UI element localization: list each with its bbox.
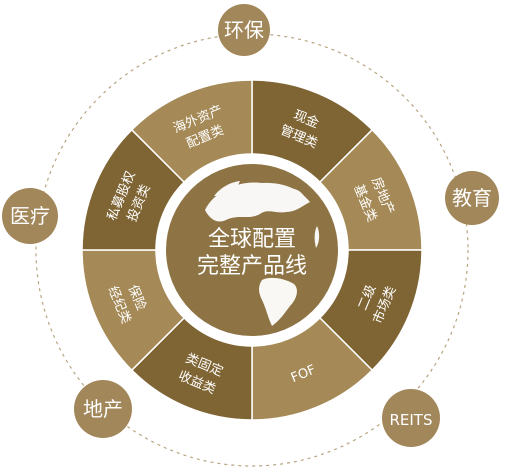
outer-node-label: 环保	[224, 18, 264, 42]
outer-node-label: 医疗	[10, 204, 50, 228]
outer-node-circle	[382, 389, 440, 447]
outer-node-0: 环保	[218, 4, 270, 56]
center-title-line1: 全球配置	[208, 227, 296, 252]
outer-node-1: 教育	[445, 171, 499, 225]
center-title-line2: 完整产品线	[197, 254, 307, 279]
outer-node-label: 地产	[83, 397, 123, 421]
outer-node-label: 教育	[452, 186, 492, 210]
outer-node-2: REITS	[382, 389, 440, 447]
outer-node-circle	[218, 4, 270, 56]
outer-node-4: 医疗	[2, 188, 58, 244]
outer-node-label: REITS	[389, 411, 432, 429]
globe-icon	[205, 181, 320, 326]
outer-node-circle	[2, 188, 58, 244]
outer-node-circle	[74, 380, 132, 438]
outer-node-circle	[445, 171, 499, 225]
outer-node-3: 地产	[74, 380, 132, 438]
segment-ring	[81, 79, 423, 421]
